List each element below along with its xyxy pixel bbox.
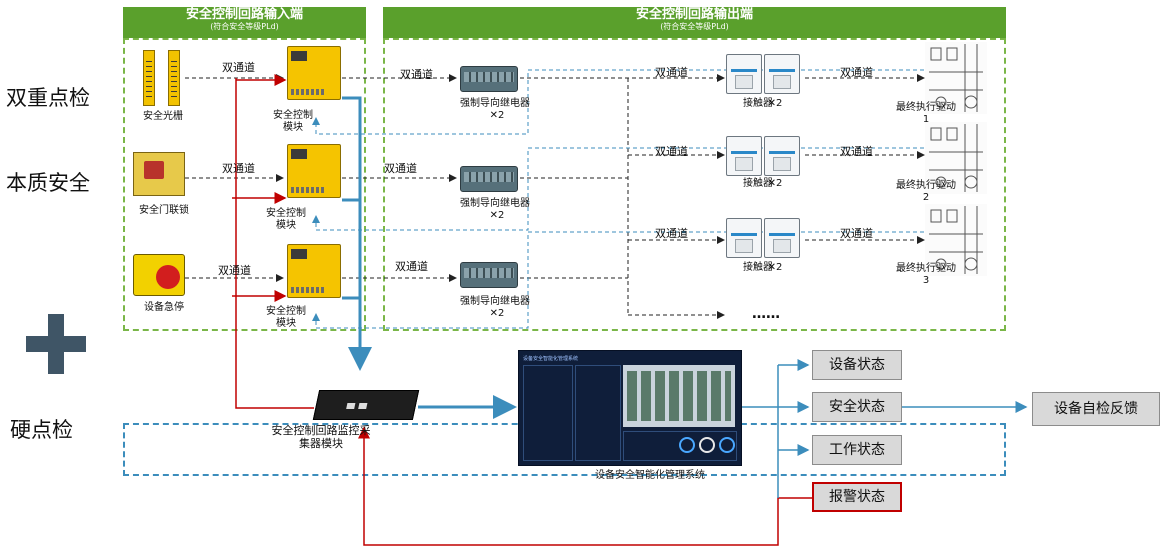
safety-module-label: 安全控制 模块 xyxy=(266,306,306,329)
system-label: 设备安全智能化管理系统 xyxy=(595,470,705,481)
monitor-collector-image xyxy=(312,390,420,420)
contactor-label: 接触器 xyxy=(743,98,773,109)
contactor-multiplier: ✕2 xyxy=(767,98,783,109)
contactor-image xyxy=(726,218,762,258)
more-ellipsis: …… xyxy=(752,306,780,322)
collector-label: 安全控制回路监控采 集器模块 xyxy=(271,424,371,450)
relay-multiplier: ✕2 xyxy=(489,308,505,319)
label-intrinsic-safety: 本质安全 xyxy=(6,171,90,195)
output-section-title: 安全控制回路输出端 xyxy=(635,7,753,22)
contactor-image xyxy=(726,54,762,94)
safety-module-label: 安全控制 模块 xyxy=(266,208,306,231)
actuator-schematic-image xyxy=(925,42,987,114)
contactor-image xyxy=(764,54,800,94)
estop-button-icon xyxy=(156,265,180,289)
contactor-image xyxy=(764,218,800,258)
channel-label: 双通道 xyxy=(655,66,688,79)
safety-module-image xyxy=(287,46,341,100)
emergency-stop-image xyxy=(133,254,185,296)
contactor-label: 接触器 xyxy=(743,178,773,189)
label-hard-check: 硬点检 xyxy=(10,418,73,442)
channel-label: 双通道 xyxy=(222,61,255,74)
forced-guided-relay-image xyxy=(460,262,518,288)
relay-multiplier: ✕2 xyxy=(489,210,505,221)
channel-label: 双通道 xyxy=(222,162,255,175)
channel-label: 双通道 xyxy=(840,145,873,158)
input-device-label: 设备急停 xyxy=(144,302,184,313)
light-curtain-image xyxy=(143,50,155,106)
actuator-label: 最终执行驱动 2 xyxy=(896,180,956,203)
input-section-header: 安全控制回路输入端 (符合安全等级PLd) xyxy=(123,7,366,38)
actuator-schematic-image xyxy=(925,204,987,276)
channel-label: 双通道 xyxy=(400,68,433,81)
channel-label: 双通道 xyxy=(840,227,873,240)
management-system-screen: 设备安全智能化管理系统 xyxy=(518,350,742,466)
channel-label: 双通道 xyxy=(840,66,873,79)
input-section-frame xyxy=(123,38,366,331)
relay-multiplier: ✕2 xyxy=(489,110,505,121)
forced-guided-relay-image xyxy=(460,66,518,92)
contactor-image xyxy=(726,136,762,176)
channel-label: 双通道 xyxy=(655,227,688,240)
channel-label: 双通道 xyxy=(395,260,428,273)
output-section-frame xyxy=(383,38,1006,331)
contactor-multiplier: ✕2 xyxy=(767,262,783,273)
actuator-schematic-image xyxy=(925,122,987,194)
relay-label: 强制导向继电器 xyxy=(460,198,530,209)
label-dual-check: 双重点检 xyxy=(6,86,90,110)
contactor-label: 接触器 xyxy=(743,262,773,273)
actuator-label: 最终执行驱动 1 xyxy=(896,102,956,125)
input-device-label: 安全光栅 xyxy=(143,111,183,122)
state-working: 工作状态 xyxy=(812,435,902,465)
contactor-multiplier: ✕2 xyxy=(767,178,783,189)
state-device: 设备状态 xyxy=(812,350,902,380)
safety-module-image xyxy=(287,144,341,198)
screen-title: 设备安全智能化管理系统 xyxy=(523,356,579,362)
input-section-title: 安全控制回路输入端 xyxy=(185,7,303,22)
output-section-header: 安全控制回路输出端 (符合安全等级PLd) xyxy=(383,7,1006,38)
safety-module-label: 安全控制 模块 xyxy=(273,110,313,133)
gate-interlock-image xyxy=(133,152,185,196)
contactor-image xyxy=(764,136,800,176)
state-alarm: 报警状态 xyxy=(812,482,902,512)
channel-label: 双通道 xyxy=(218,264,251,277)
self-check-feedback: 设备自检反馈 xyxy=(1032,392,1160,426)
safety-module-image xyxy=(287,244,341,298)
channel-label: 双通道 xyxy=(655,145,688,158)
state-safety: 安全状态 xyxy=(812,392,902,422)
input-section-subtitle: (符合安全等级PLd) xyxy=(210,22,279,31)
relay-label: 强制导向继电器 xyxy=(460,98,530,109)
input-device-label: 安全门联锁 xyxy=(139,205,189,216)
actuator-label: 最终执行驱动 3 xyxy=(896,263,956,286)
output-section-subtitle: (符合安全等级PLd) xyxy=(660,22,729,31)
forced-guided-relay-image xyxy=(460,166,518,192)
light-curtain-image xyxy=(168,50,180,106)
plus-icon xyxy=(26,314,86,374)
channel-label: 双通道 xyxy=(384,162,417,175)
relay-label: 强制导向继电器 xyxy=(460,296,530,307)
